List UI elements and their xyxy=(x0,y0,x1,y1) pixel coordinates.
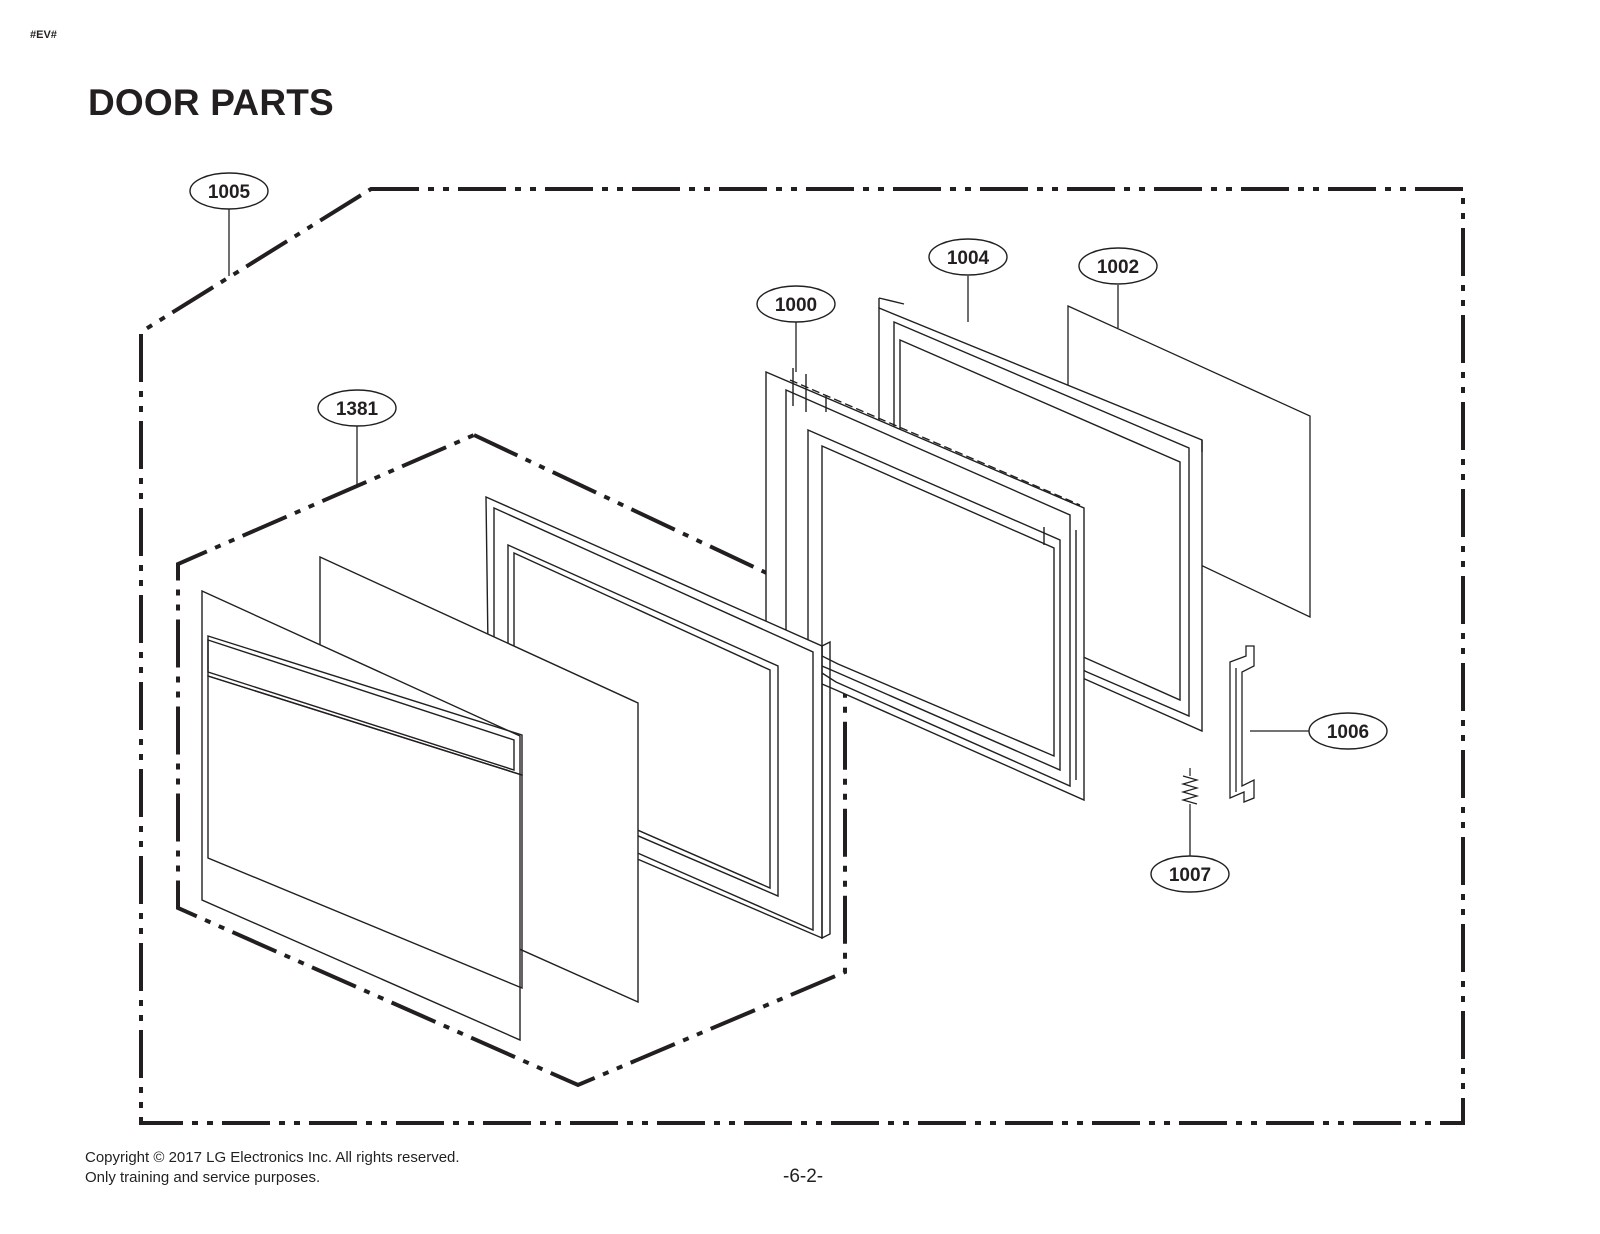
page-number: -6-2- xyxy=(783,1166,824,1187)
callout-1006: 1006 xyxy=(1308,712,1388,750)
callout-label-1007: 1007 xyxy=(1169,865,1211,886)
copyright-text: Copyright © 2017 LG Electronics Inc. All… xyxy=(85,1149,460,1166)
callout-label-1381: 1381 xyxy=(336,399,379,420)
assembly-boundary-1005 xyxy=(139,187,1465,1125)
document-code: #EV# xyxy=(30,29,57,41)
part-1007-spring xyxy=(1180,768,1200,810)
part-1006-latch-hook xyxy=(1229,645,1255,803)
callout-label-1000: 1000 xyxy=(775,295,817,316)
callout-1004: 1004 xyxy=(928,238,1008,276)
page-title: DOOR PARTS xyxy=(88,82,334,123)
callout-1002: 1002 xyxy=(1078,247,1158,285)
usage-note: Only training and service purposes. xyxy=(85,1169,321,1186)
callout-label-1002: 1002 xyxy=(1097,257,1139,278)
callout-1005: 1005 xyxy=(189,172,269,210)
part-1000-chassis xyxy=(765,368,1085,802)
callout-label-1006: 1006 xyxy=(1327,722,1369,743)
callout-label-1004: 1004 xyxy=(947,248,990,269)
callout-1000: 1000 xyxy=(756,285,836,323)
leader-lines xyxy=(228,209,1310,856)
callout-label-1005: 1005 xyxy=(208,182,251,203)
callout-1007: 1007 xyxy=(1150,855,1230,893)
part-1381-door-panel xyxy=(201,589,523,1042)
callout-1381: 1381 xyxy=(317,389,397,427)
